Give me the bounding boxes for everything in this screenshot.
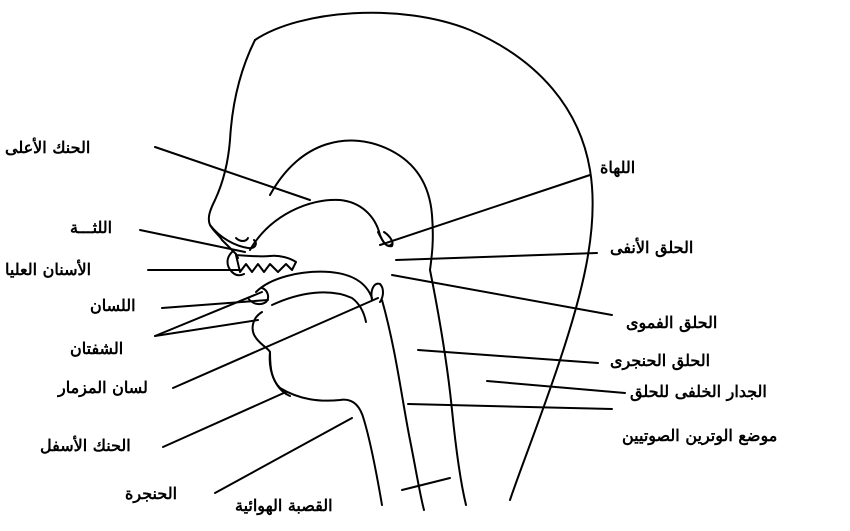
leader-lips-b	[155, 320, 258, 336]
leader-tongue	[162, 300, 268, 308]
tongue-outline	[256, 272, 372, 298]
nasal-cavity-outline	[270, 140, 433, 270]
label-uvula: اللهاة	[600, 160, 635, 176]
label-nasal-pharynx: الحلق الأنفى	[610, 240, 693, 256]
head-profile-outline	[209, 40, 255, 258]
leader-vocal-cords	[408, 404, 612, 409]
label-lips: الشفتان	[70, 341, 123, 357]
leader-lips-a	[155, 292, 262, 336]
skull-outline	[255, 13, 593, 500]
leader-hard-palate	[155, 147, 310, 200]
leader-larynx	[215, 418, 352, 493]
leader-lower-jaw	[163, 392, 286, 447]
upper-teeth	[236, 255, 296, 272]
label-laryngeal-pharynx: الحلق الحنجرى	[610, 353, 710, 369]
tongue-back	[272, 292, 366, 322]
label-vocal-cords-position: موضع الوترين الصوتيين	[622, 428, 777, 444]
label-lower-jaw: الحنك الأسفل	[40, 438, 131, 454]
leader-trachea	[402, 478, 450, 490]
leader-nasal-pharynx	[396, 253, 597, 260]
label-hard-palate: الحنك الأعلى	[5, 140, 90, 156]
label-upper-teeth: الأسنان العليا	[5, 262, 91, 278]
neck-front	[270, 352, 290, 396]
leader-epiglottis	[173, 298, 378, 388]
leader-posterior-wall	[487, 381, 625, 393]
label-larynx: الحنجرة	[125, 486, 177, 502]
label-oral-pharynx: الحلق الفموى	[626, 315, 717, 331]
chin-outline	[253, 312, 280, 388]
label-epiglottis: لسان المزمار	[58, 380, 148, 396]
label-posterior-wall: الجدار الخلفى للحلق	[630, 384, 767, 400]
label-trachea: القصبة الهوائية	[235, 498, 333, 514]
hard-palate-curve	[250, 200, 392, 250]
posterior-pharynx-wall	[430, 270, 466, 505]
leader-uvula	[380, 175, 590, 245]
larynx-front	[280, 388, 382, 505]
label-tongue: اللسان	[90, 298, 136, 314]
label-gums: اللثـــة	[70, 220, 112, 236]
nose-outline	[210, 225, 256, 248]
nostril	[236, 238, 248, 241]
